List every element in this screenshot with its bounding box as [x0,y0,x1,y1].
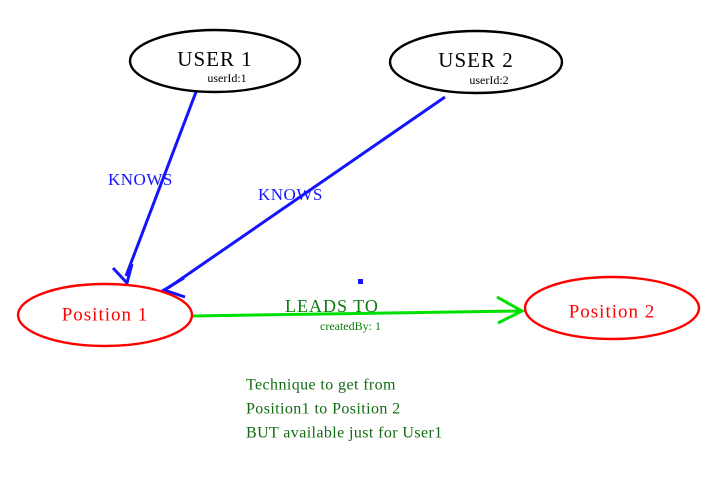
node-user1[interactable]: USER 1 userId:1 [128,28,302,94]
node-position1-title: Position 1 [62,304,149,325]
node-position1[interactable]: Position 1 [16,282,194,348]
node-position1-ellipse [16,282,194,348]
node-user2[interactable]: USER 2 userId:2 [388,29,564,95]
node-user2-ellipse [388,29,564,95]
edge-label-knows-1: KNOWS [108,170,173,189]
annotation-line-3: BUT available just for User1 [246,425,443,442]
stray-dot-artifact [358,279,363,284]
knows-edge-2-arrowhead [160,276,186,299]
annotation-block: Technique to get from Position1 to Posit… [246,377,443,442]
leads-to-edge-arrowhead [496,295,526,325]
edge-leads-to-position1-position2[interactable]: LEADS TO createdBy: 1 [191,295,526,333]
knows-edge-1-arrowhead [111,263,134,287]
annotation-line-2: Position1 to Position 2 [246,401,401,418]
node-user2-title: USER 2 [438,48,513,72]
node-position2-ellipse [523,275,701,341]
node-position2-title: Position 2 [569,301,656,322]
leads-to-edge-line [191,309,522,318]
edge-knows-user2-position1[interactable]: KNOWS [160,95,446,299]
edge-label-leads-to: LEADS TO [285,296,379,316]
node-user1-ellipse [128,28,302,94]
node-user2-subtitle: userId:2 [469,73,508,87]
knows-edge-2-line [167,95,446,290]
edge-label-knows-2: KNOWS [258,185,323,204]
edge-knows-user1-position1[interactable]: KNOWS [108,91,198,287]
node-user1-title: USER 1 [177,47,252,71]
node-user1-subtitle: userId:1 [207,71,246,85]
knows-edge-1-line [124,91,198,277]
edge-property-created-by: createdBy: 1 [320,319,381,333]
annotation-line-1: Technique to get from [246,377,396,394]
node-position2[interactable]: Position 2 [523,275,701,341]
